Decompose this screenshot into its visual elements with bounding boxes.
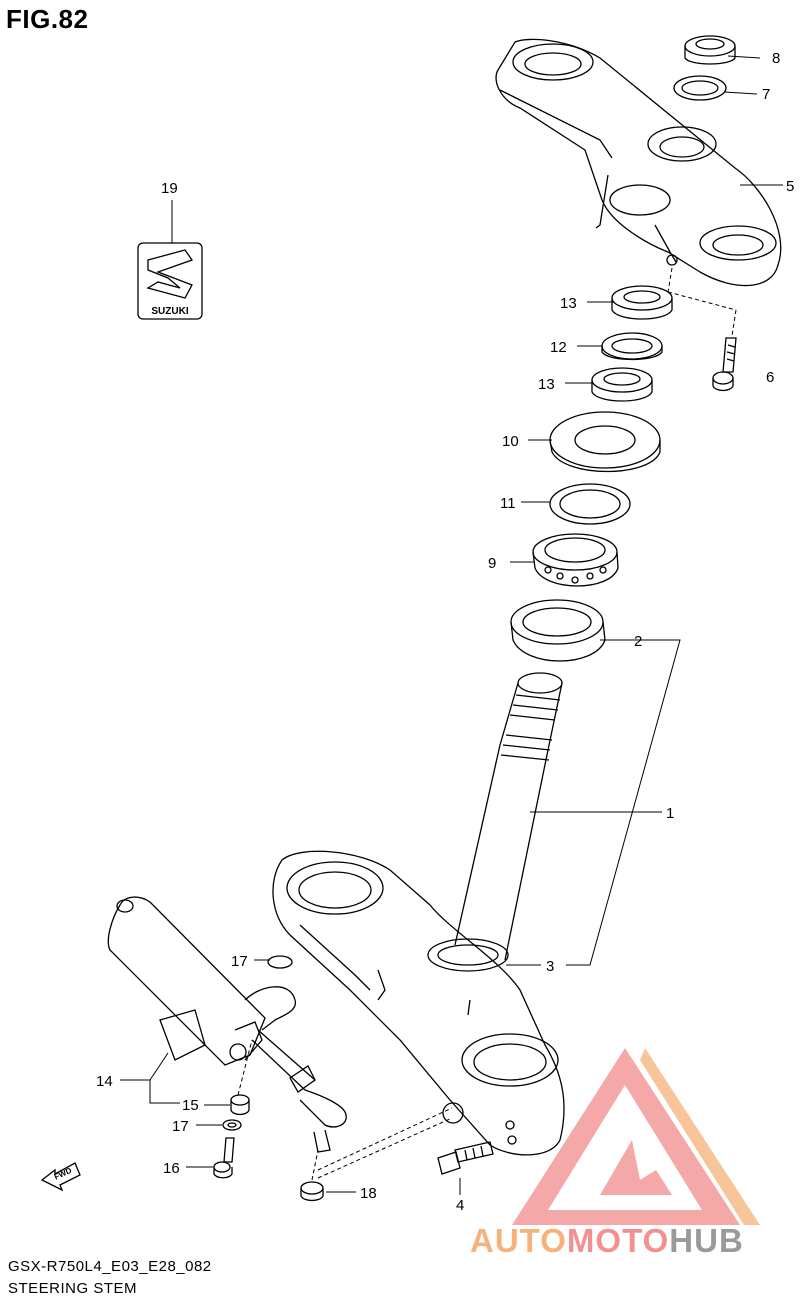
upper-bracket bbox=[495, 38, 782, 287]
steering-nut-13-upper bbox=[611, 285, 673, 320]
watermark-logo-icon bbox=[512, 1048, 760, 1225]
figure-code: GSX-R750L4_E03_E28_082 bbox=[8, 1258, 212, 1275]
callout-10: 10 bbox=[502, 433, 519, 450]
suzuki-emblem-icon bbox=[137, 242, 203, 320]
nut-18 bbox=[300, 1181, 324, 1202]
watermark-part-3: HUB bbox=[669, 1222, 744, 1259]
callout-15: 15 bbox=[182, 1097, 199, 1114]
callout-19: 19 bbox=[161, 180, 178, 197]
watermark-part-2: MOTO bbox=[566, 1222, 670, 1259]
lock-nut-8 bbox=[684, 35, 736, 65]
lower-bracket bbox=[272, 850, 565, 1156]
bolt-16 bbox=[213, 1137, 235, 1179]
callout-6: 6 bbox=[766, 369, 774, 386]
callout-11: 11 bbox=[500, 495, 516, 512]
callout-8: 8 bbox=[772, 50, 780, 67]
callout-14: 14 bbox=[96, 1073, 113, 1090]
bolt-6 bbox=[712, 337, 737, 392]
seal-11 bbox=[549, 483, 631, 525]
callout-18: 18 bbox=[360, 1185, 377, 1202]
spacer-15 bbox=[230, 1094, 250, 1116]
seal-3 bbox=[427, 938, 509, 972]
washer-7 bbox=[673, 75, 727, 101]
bearing-9 bbox=[532, 533, 619, 587]
watermark-part-1: AUTO bbox=[470, 1222, 567, 1259]
callout-9: 9 bbox=[488, 555, 496, 572]
callout-12: 12 bbox=[550, 339, 567, 356]
bolt-4 bbox=[437, 1141, 494, 1175]
callout-16: 16 bbox=[163, 1160, 180, 1177]
callout-numbers: 8 7 5 19 13 12 13 6 10 11 9 2 1 3 17 14 … bbox=[53, 50, 795, 1214]
watermark-text: AUTOMOTOHUB bbox=[470, 1222, 744, 1260]
callout-5: 5 bbox=[786, 178, 794, 195]
figure-title: FIG.82 bbox=[6, 4, 89, 34]
washer-12 bbox=[601, 332, 663, 361]
steering-nut-13-lower bbox=[591, 367, 653, 402]
callout-17-lower: 17 bbox=[172, 1118, 189, 1135]
washer-17-lower bbox=[222, 1119, 242, 1131]
outer-race-2 bbox=[510, 599, 606, 662]
fwd-arrow-icon bbox=[40, 1162, 81, 1192]
steering-stem bbox=[454, 672, 563, 961]
callout-13-lower: 13 bbox=[538, 376, 555, 393]
callout-2: 2 bbox=[634, 633, 642, 650]
steering-damper bbox=[107, 896, 347, 1153]
emblem-text: SUZUKI bbox=[151, 306, 188, 317]
callout-7: 7 bbox=[762, 86, 770, 103]
callout-4: 4 bbox=[456, 1197, 464, 1214]
callout-1: 1 bbox=[666, 805, 674, 822]
leader-lines bbox=[120, 55, 783, 1195]
callout-17-upper: 17 bbox=[231, 953, 248, 970]
callout-3: 3 bbox=[546, 958, 554, 975]
callout-13-upper: 13 bbox=[560, 295, 577, 312]
dust-seal-10 bbox=[549, 411, 661, 473]
figure-name: STEERING STEM bbox=[8, 1280, 138, 1297]
